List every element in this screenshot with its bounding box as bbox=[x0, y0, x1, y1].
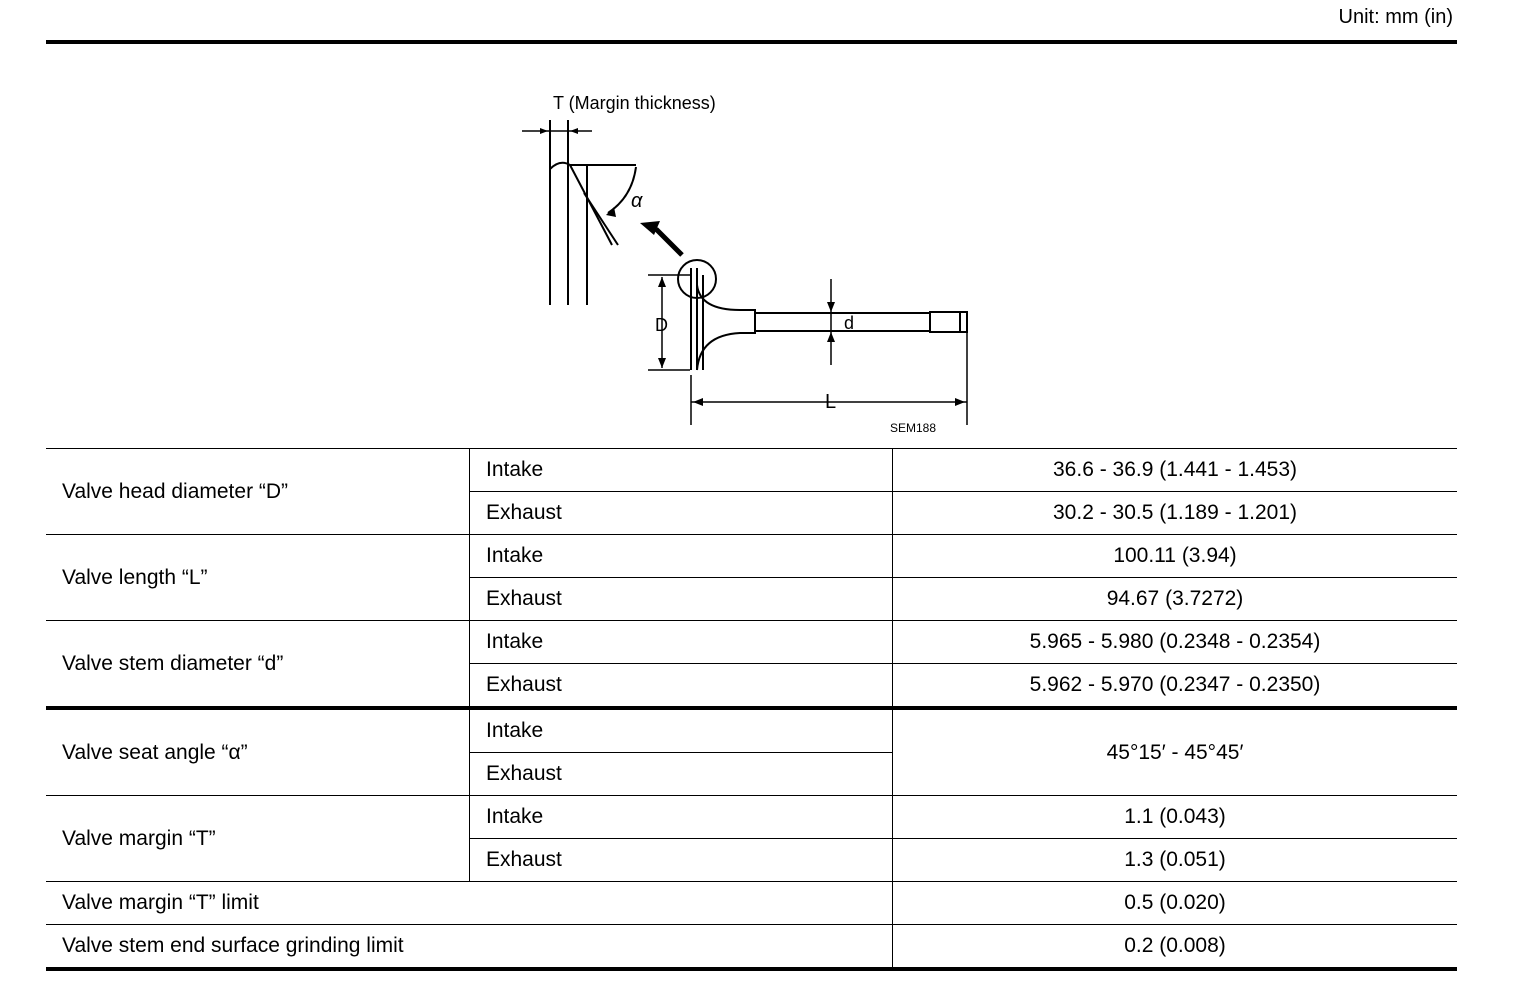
param-label: Valve margin “T” bbox=[46, 795, 470, 882]
sub-label: Intake bbox=[469, 620, 893, 664]
d-head-label: D bbox=[655, 315, 668, 335]
valve-spec-table: Valve head diameter “D” Intake 36.6 - 36… bbox=[46, 448, 1457, 971]
unit-label: Unit: mm (in) bbox=[1338, 6, 1453, 28]
valve-diagram: α T (Margin thickness) L D d SEM188 bbox=[500, 85, 1000, 440]
sub-label: Exhaust bbox=[469, 577, 893, 621]
spec-value: 45°15′ - 45°45′ bbox=[892, 706, 1457, 796]
sub-label: Exhaust bbox=[469, 752, 893, 796]
sub-label: Intake bbox=[469, 706, 893, 753]
param-label: Valve stem diameter “d” bbox=[46, 620, 470, 709]
sub-label: Intake bbox=[469, 534, 893, 578]
spec-value: 36.6 - 36.9 (1.441 - 1.453) bbox=[892, 448, 1457, 492]
table-row: Exhaust 94.67 (3.7272) bbox=[46, 577, 1457, 621]
table-row: Valve margin “T” Intake 1.1 (0.043) bbox=[46, 795, 1457, 882]
table-row: Valve head diameter “D” Intake 36.6 - 36… bbox=[46, 448, 1457, 535]
spec-value: 100.11 (3.94) bbox=[892, 534, 1457, 578]
table-row: Valve stem end surface grinding limit 0.… bbox=[46, 924, 1457, 971]
sub-label: Intake bbox=[469, 448, 893, 492]
sub-label: Intake bbox=[469, 795, 893, 839]
table-row: Valve seat angle “α” Intake 45°15′ - 45°… bbox=[46, 706, 1457, 796]
spec-value: 1.3 (0.051) bbox=[892, 838, 1457, 882]
table-row: Exhaust 1.3 (0.051) bbox=[46, 838, 1457, 882]
table-row: Exhaust 5.962 - 5.970 (0.2347 - 0.2350) bbox=[46, 663, 1457, 709]
table-row: Valve stem diameter “d” Intake 5.965 - 5… bbox=[46, 620, 1457, 709]
d-stem-label: d bbox=[844, 313, 854, 333]
table-row: Exhaust bbox=[46, 752, 1457, 796]
param-label: Valve seat angle “α” bbox=[46, 706, 470, 796]
sub-label: Exhaust bbox=[469, 663, 893, 709]
spec-value: 94.67 (3.7272) bbox=[892, 577, 1457, 621]
spec-value: 30.2 - 30.5 (1.189 - 1.201) bbox=[892, 491, 1457, 535]
l-label: L bbox=[825, 391, 836, 413]
header-rule bbox=[46, 40, 1457, 44]
param-label: Valve length “L” bbox=[46, 534, 470, 621]
table-row: Valve length “L” Intake 100.11 (3.94) bbox=[46, 534, 1457, 621]
spec-value: 1.1 (0.043) bbox=[892, 795, 1457, 839]
param-label: Valve head diameter “D” bbox=[46, 448, 470, 535]
table-row: Valve margin “T” limit 0.5 (0.020) bbox=[46, 881, 1457, 925]
sub-label: Exhaust bbox=[469, 491, 893, 535]
table-row: Exhaust 30.2 - 30.5 (1.189 - 1.201) bbox=[46, 491, 1457, 535]
figure-code: SEM188 bbox=[890, 421, 936, 435]
spec-value: 0.2 (0.008) bbox=[892, 924, 1457, 971]
param-label: Valve margin “T” limit bbox=[46, 881, 893, 925]
alpha-label: α bbox=[631, 190, 643, 212]
param-label: Valve stem end surface grinding limit bbox=[46, 924, 893, 971]
sub-label: Exhaust bbox=[469, 838, 893, 882]
spec-value: 5.962 - 5.970 (0.2347 - 0.2350) bbox=[892, 663, 1457, 709]
margin-thickness-label: T (Margin thickness) bbox=[553, 93, 716, 113]
spec-value: 0.5 (0.020) bbox=[892, 881, 1457, 925]
spec-value: 5.965 - 5.980 (0.2348 - 0.2354) bbox=[892, 620, 1457, 664]
